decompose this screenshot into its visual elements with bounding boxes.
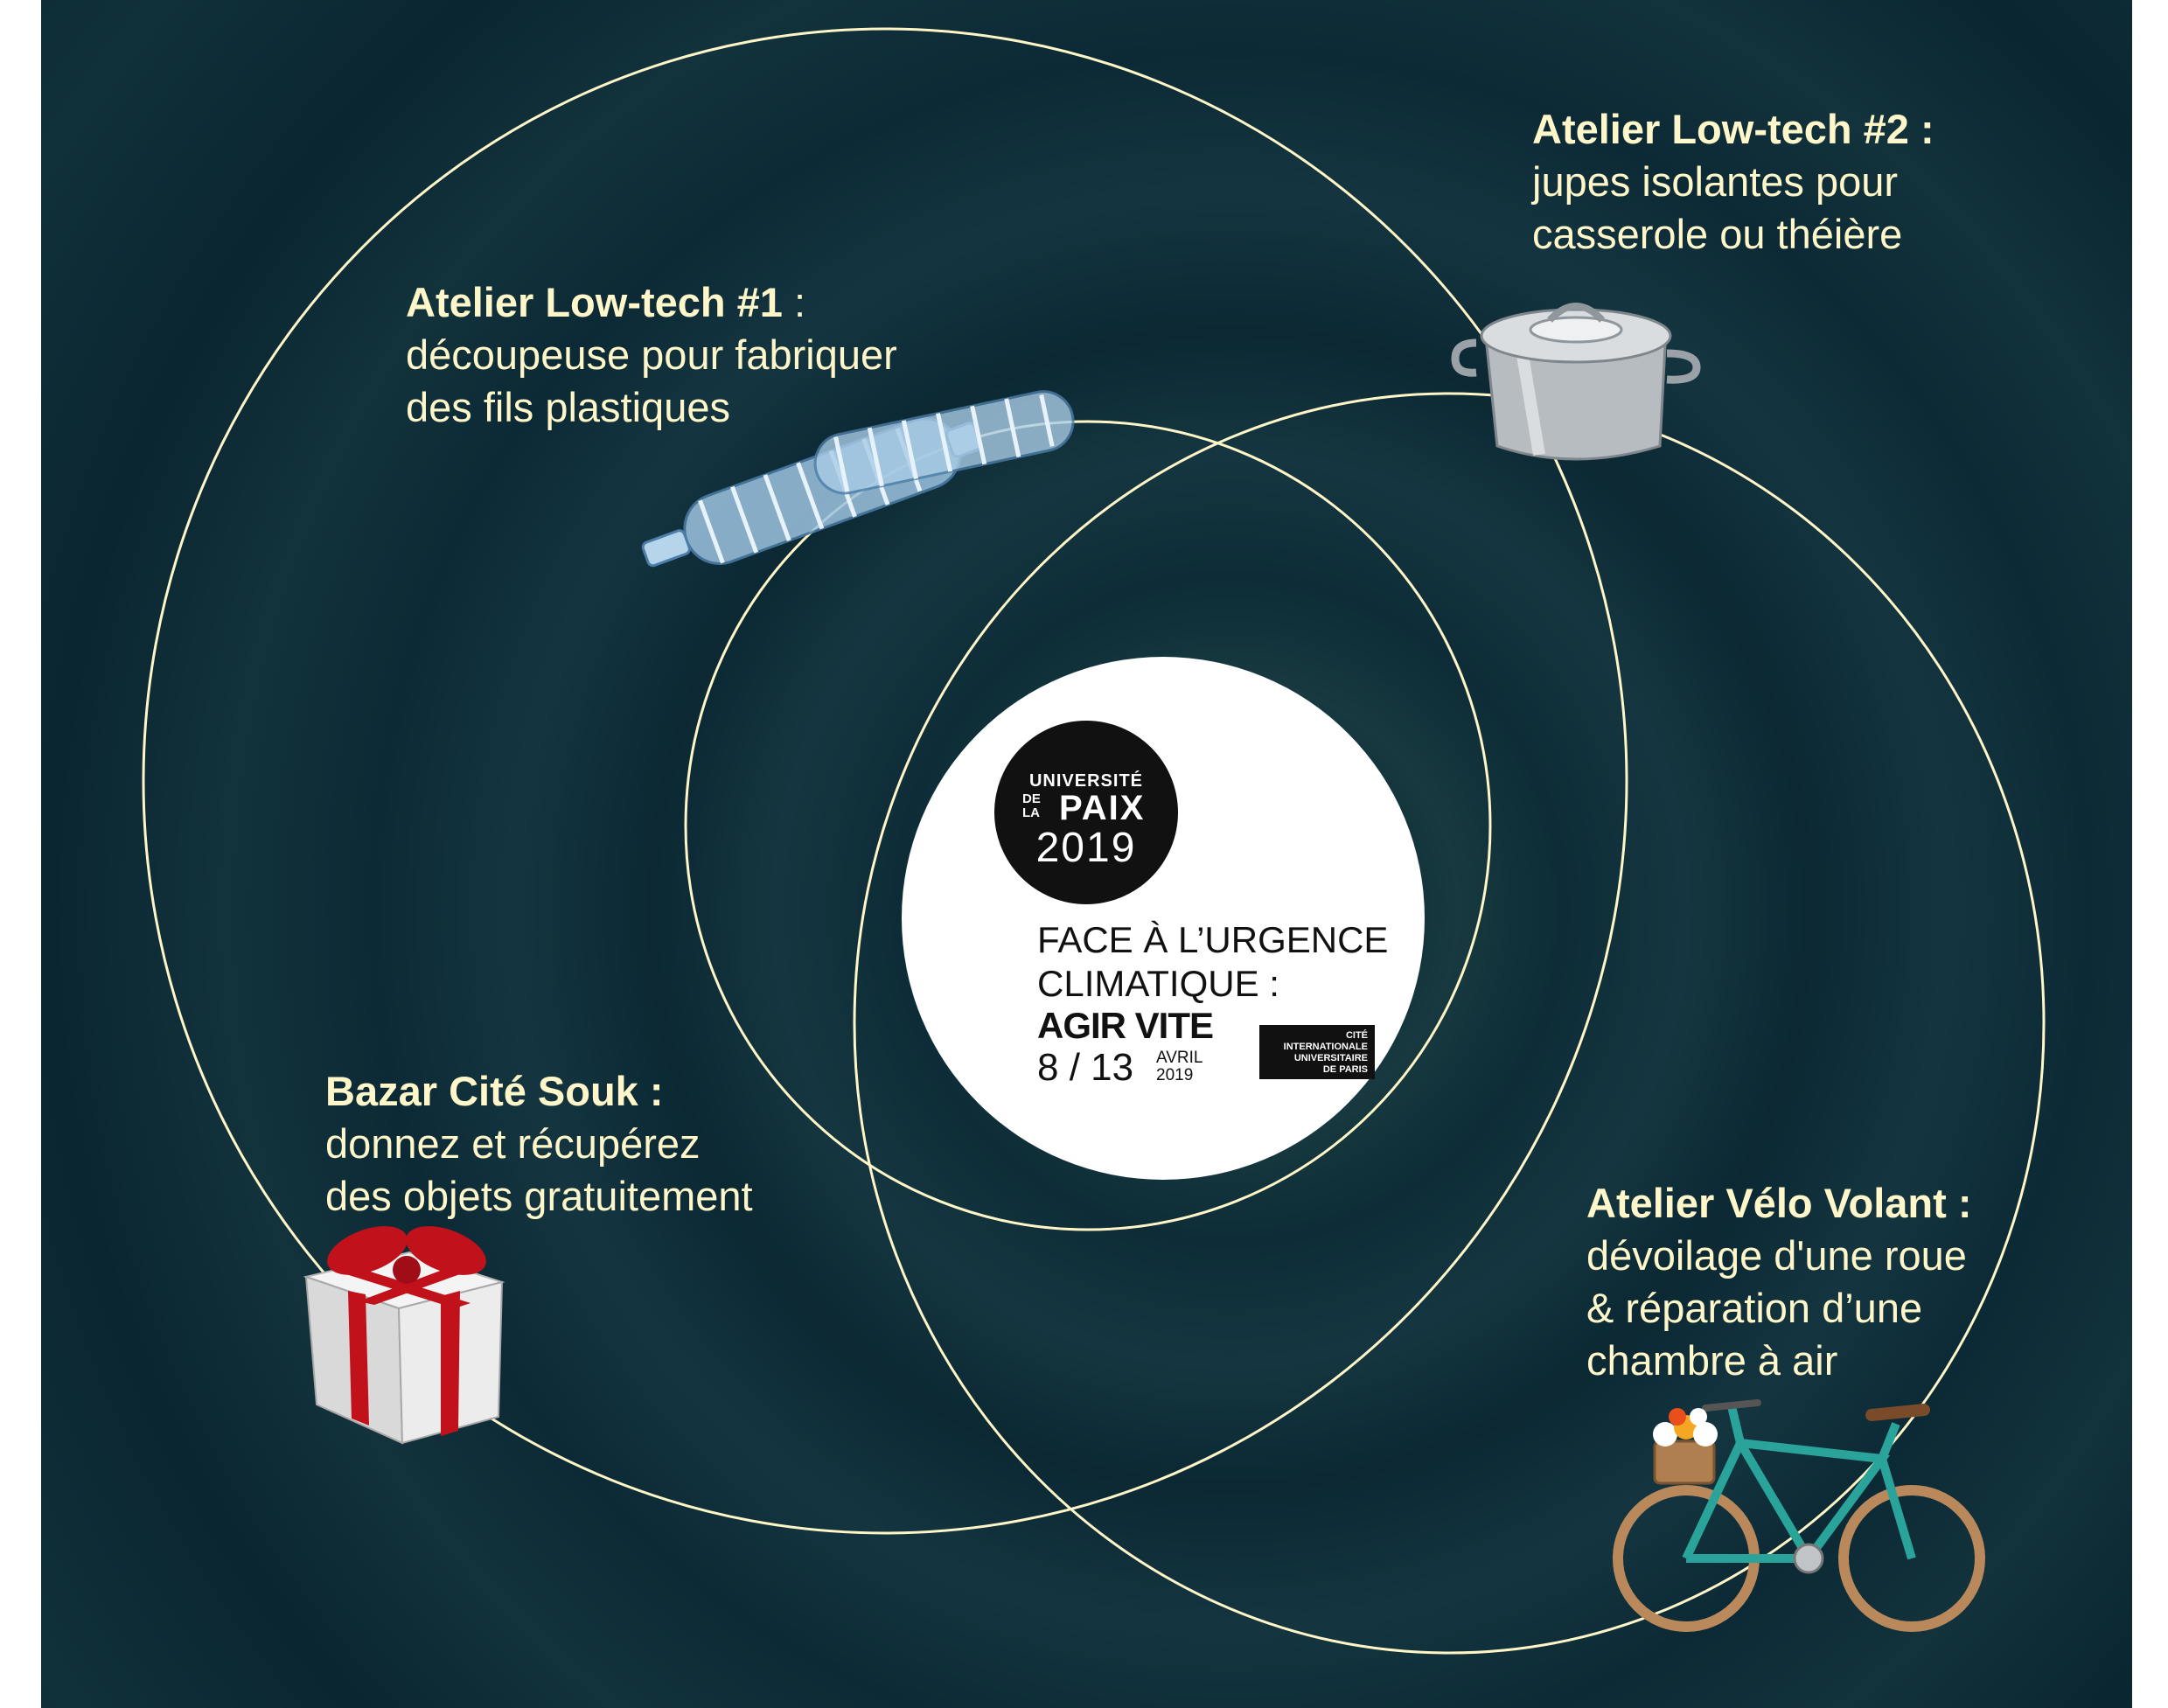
universite-de-la-paix-logo: UNIVERSITÉ DE LA PAIX 2019 xyxy=(994,721,1178,904)
label-lowtech-1-line: découpeuse pour fabriquer xyxy=(406,331,897,378)
orbit-large xyxy=(142,27,1628,1535)
label-bazar: Bazar Cité Souk : donnez et récupérez de… xyxy=(325,1065,753,1223)
plastic-bottles-icon xyxy=(641,390,1075,568)
badge-line-2: DE LA xyxy=(1022,792,1041,820)
label-lowtech-1-sep: : xyxy=(782,279,806,325)
label-velo: Atelier Vélo Volant : dévoilage d'une ro… xyxy=(1586,1177,1972,1387)
heading-line-2: CLIMATIQUE : xyxy=(1037,963,1279,1004)
orbit-right xyxy=(853,392,2046,1655)
label-lowtech-1-title: Atelier Low-tech #1 xyxy=(406,279,783,325)
label-velo-title: Atelier Vélo Volant : xyxy=(1586,1180,1972,1226)
label-lowtech-1-line: des fils plastiques xyxy=(406,384,730,430)
event-year: 2019 xyxy=(1156,1066,1194,1084)
badge-year: 2019 xyxy=(1035,825,1137,871)
bicycle-icon xyxy=(1613,1399,1985,1632)
label-lowtech-2-title: Atelier Low-tech #2 : xyxy=(1532,106,1934,152)
label-bazar-title: Bazar Cité Souk : xyxy=(325,1068,664,1114)
ciup-line: INTERNATIONALE xyxy=(1283,1042,1368,1052)
ciup-line: UNIVERSITAIRE xyxy=(1293,1053,1368,1063)
cooking-pot-icon xyxy=(1451,303,1701,461)
orbit-inner xyxy=(684,420,1492,1231)
label-velo-line: dévoilage d'une roue xyxy=(1586,1232,1967,1279)
label-lowtech-2: Atelier Low-tech #2 : jupes isolantes po… xyxy=(1532,103,1934,261)
event-dates: 8 / 13 xyxy=(1037,1046,1134,1089)
center-logo-disc xyxy=(902,657,1425,1180)
event-month: AVRIL xyxy=(1156,1049,1203,1067)
ciup-line: CITÉ xyxy=(1345,1030,1368,1041)
label-lowtech-2-line: jupes isolantes pour xyxy=(1532,158,1899,205)
gift-box-icon xyxy=(303,1226,505,1445)
badge-paix: PAIX xyxy=(1059,789,1146,827)
label-lowtech-1: Atelier Low-tech #1 : découpeuse pour fa… xyxy=(406,276,897,434)
label-velo-line: & réparation d’une xyxy=(1586,1285,1923,1331)
heading-line-3: AGIR VITE xyxy=(1037,1005,1214,1046)
heading-line-1: FACE À L’URGENCE xyxy=(1037,919,1389,960)
ciup-logo: CITÉ INTERNATIONALE UNIVERSITAIRE DE PAR… xyxy=(1259,1025,1375,1079)
label-bazar-line: des objets gratuitement xyxy=(325,1173,753,1219)
ciup-line: DE PARIS xyxy=(1322,1064,1368,1075)
badge-line-1: UNIVERSITÉ xyxy=(1028,771,1144,791)
label-bazar-line: donnez et récupérez xyxy=(325,1120,701,1167)
badge-de: DE xyxy=(1022,791,1041,806)
label-lowtech-2-line: casserole ou théière xyxy=(1532,211,1903,257)
label-velo-line: chambre à air xyxy=(1586,1337,1838,1384)
badge-la: LA xyxy=(1022,805,1040,820)
